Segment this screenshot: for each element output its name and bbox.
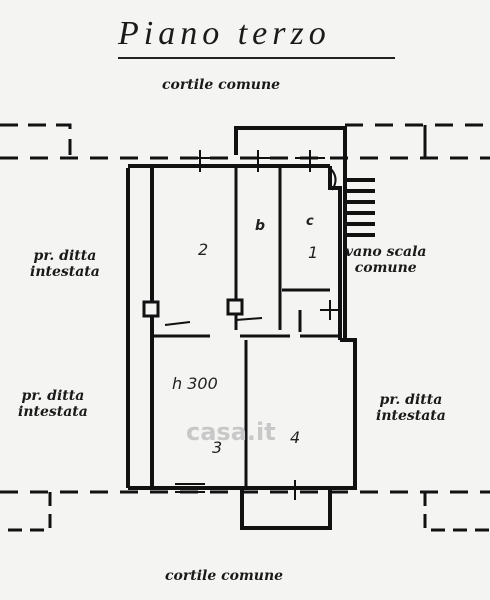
stairwell-label: vano scala comune <box>345 244 426 276</box>
room-2-label: 2 <box>198 240 209 259</box>
courtyard-bottom-label: cortile comune <box>165 568 284 584</box>
neighbor-left-lower: pr. ditta intestata <box>18 388 88 420</box>
watermark: casa.it <box>186 418 276 446</box>
height-label: h 300 <box>172 374 218 393</box>
room-1-label: 1 <box>308 243 319 262</box>
courtyard-top-label: cortile comune <box>162 77 281 93</box>
neighbor-right-lower: pr. ditta intestata <box>376 392 446 424</box>
neighbor-left-upper-line2: intestata <box>30 264 100 281</box>
room-c-label: c <box>306 214 314 229</box>
neighbor-left-lower-line1: pr. ditta <box>21 388 85 404</box>
column-markers <box>142 298 244 318</box>
room-b-label: b <box>255 218 266 234</box>
room-4-label: 4 <box>290 428 301 447</box>
neighbor-left-upper-line1: pr. ditta <box>33 248 97 264</box>
stair-treads <box>347 178 375 237</box>
apartment-walls <box>126 126 357 530</box>
stairwell-line1: vano scala <box>345 244 427 260</box>
neighbor-left-upper: pr. ditta intestata <box>30 248 100 280</box>
room-3-label: 3 <box>212 438 223 457</box>
neighbor-left-lower-line2: intestata <box>18 404 88 421</box>
door-marks <box>164 167 340 326</box>
neighbor-right-lower-line2: intestata <box>376 408 446 425</box>
neighbor-right-lower-line1: pr. ditta <box>379 392 443 408</box>
windows-top <box>180 150 325 172</box>
bottom-boundary-dashed <box>0 490 490 532</box>
page-title: Piano terzo <box>118 15 331 52</box>
windows-bottom <box>175 480 296 500</box>
stairwell-line2: comune <box>354 260 417 277</box>
